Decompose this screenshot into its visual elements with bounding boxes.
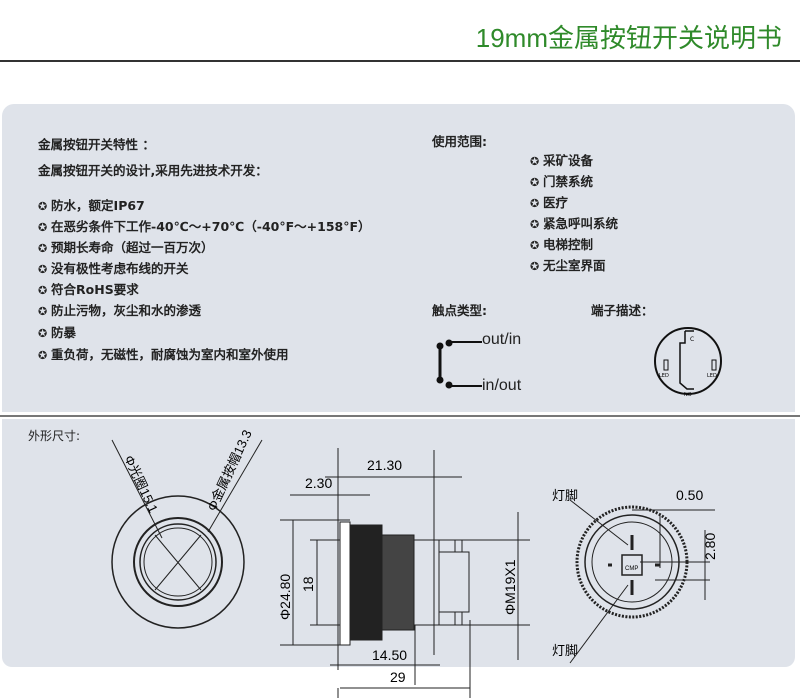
dim-2-30: 2.30 — [305, 475, 332, 491]
feature-item: 防水，额定IP67 — [38, 195, 145, 214]
contact-heading: 触点类型: — [432, 303, 487, 318]
usage-item: 医疗 — [530, 192, 568, 211]
terminal-no: NO — [684, 392, 692, 398]
ring-label: Φ光圈15.1 — [121, 453, 161, 515]
dim-14-50: 14.50 — [372, 647, 407, 663]
contact-in-out: in/out — [482, 377, 522, 394]
features-intro: 金属按钮开关的设计,采用先进技术开发： — [38, 163, 268, 178]
page-title: 19mm金属按钮开关说明书 — [475, 23, 782, 53]
lamp-pin-bottom: 灯脚 — [552, 643, 578, 658]
cmp-label: CMP — [625, 566, 638, 572]
dim-0-50: 0.50 — [676, 487, 703, 503]
feature-item: 重负荷，无磁性，耐腐蚀为室内和室外使用 — [38, 344, 289, 363]
feature-item: 预期长寿命（超过一百万次） — [38, 237, 214, 256]
usage-heading: 使用范围: — [432, 134, 487, 149]
feature-item: 符合RoHS要求 — [38, 279, 139, 298]
feature-item: 防暴 — [38, 322, 76, 341]
features-heading: 金属按钮开关特性 ： — [38, 137, 155, 152]
feature-item: 防止污物，灰尘和水的渗透 — [38, 300, 201, 319]
dim-21-30: 21.30 — [367, 457, 402, 473]
dim-2-80: 2.80 — [702, 533, 718, 560]
usage-item: 紧急呼叫系统 — [530, 213, 618, 232]
dim-29: 29 — [390, 669, 406, 685]
dimensions-heading: 外形尺寸: — [28, 429, 81, 443]
feature-item: 没有极性考虑布线的开关 — [38, 258, 189, 277]
side-view — [280, 448, 530, 698]
dimension-drawing: Φ光圈15.1 Φ金属按帽13.3 21.30 2.30 Φ24.80 18 Φ… — [111, 427, 718, 698]
terminal-led-right: LED — [707, 373, 717, 379]
feature-item: 在恶劣条件下工作-40℃～+70℃（-40°F～+158°F） — [38, 216, 370, 235]
usage-item: 门禁系统 — [530, 171, 593, 190]
terminal-c: C — [690, 336, 694, 343]
cap-label: Φ金属按帽13.3 — [204, 427, 255, 513]
dim-24-80: Φ24.80 — [277, 574, 293, 620]
terminal-led-left: LED — [659, 373, 669, 379]
rear-view — [569, 499, 715, 664]
terminal-diagram: C LED LED NO — [654, 327, 722, 398]
usage-item: 无尘室界面 — [530, 255, 606, 274]
terminal-heading: 端子描述： — [591, 303, 654, 318]
usage-item: 电梯控制 — [530, 234, 593, 253]
dim-18: 18 — [300, 576, 316, 592]
contact-out-in: out/in — [482, 331, 522, 348]
title-underline — [0, 60, 800, 62]
front-view — [111, 439, 263, 629]
dim-m19: ΦM19X1 — [502, 559, 518, 615]
section-divider — [0, 415, 800, 417]
contact-diagram — [436, 339, 482, 389]
usage-item: 采矿设备 — [530, 150, 593, 169]
lamp-pin-top: 灯脚 — [552, 488, 578, 503]
